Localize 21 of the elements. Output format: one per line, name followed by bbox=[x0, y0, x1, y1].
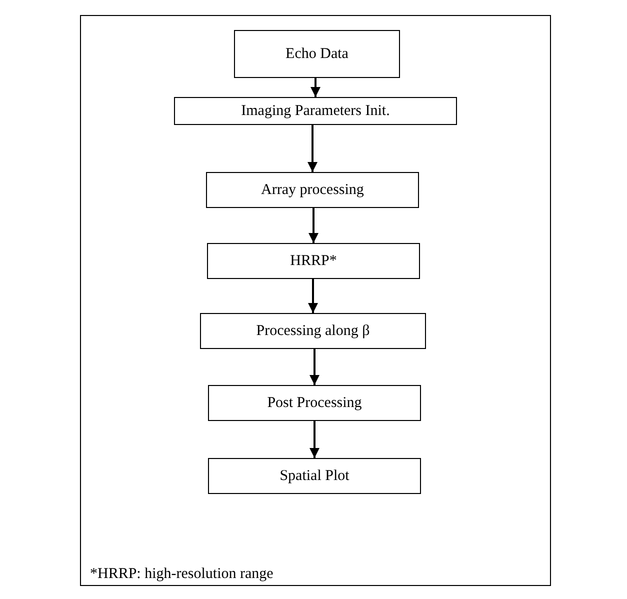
box-label: Imaging Parameters Init. bbox=[241, 102, 390, 120]
box-label: Post Processing bbox=[267, 394, 362, 412]
process-box bbox=[200, 313, 426, 349]
box-label: Echo Data bbox=[286, 44, 348, 64]
process-box bbox=[208, 458, 421, 494]
arrow bbox=[310, 349, 320, 385]
process-box bbox=[208, 385, 421, 421]
arrow bbox=[310, 78, 320, 97]
process-box bbox=[206, 172, 419, 208]
box-label: HRRP* bbox=[290, 252, 337, 270]
arrow bbox=[310, 421, 320, 458]
process-box bbox=[234, 30, 400, 78]
box-label: Array processing bbox=[261, 180, 364, 200]
arrow bbox=[308, 125, 318, 172]
footnote: *HRRP: high-resolution range bbox=[90, 565, 274, 584]
box-label: Processing along β bbox=[256, 322, 370, 340]
box-label: Spatial Plot bbox=[280, 466, 350, 486]
arrow bbox=[308, 208, 318, 243]
process-box bbox=[174, 97, 457, 125]
process-box bbox=[207, 243, 420, 279]
arrow bbox=[308, 279, 318, 313]
